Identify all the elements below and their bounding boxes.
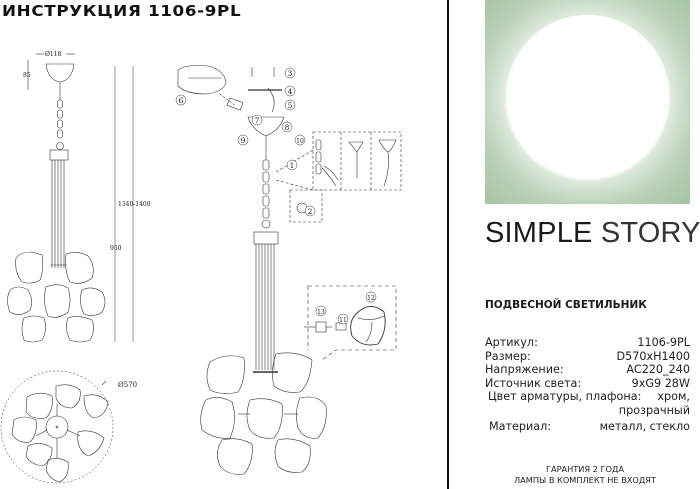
spec-label: Источник света: [485,376,582,390]
spec-label: Напряжение: [485,363,564,377]
page-title: ИНСТРУКЦИЯ 1106-9PL [2,2,242,20]
spec-label: Артикул: [485,336,538,349]
spec-row-color: Цвет арматуры, плафона: хром, [485,390,690,404]
spec-row-article: Артикул: 1106-9PL [485,336,690,350]
product-photo [485,0,690,204]
step-label-2: 2 [308,207,313,216]
step-label-6: 6 [179,96,184,105]
spec-list: Артикул: 1106-9PL Размер: D570xH1400 Нап… [485,336,690,433]
product-type: ПОДВЕСНОЙ СВЕТИЛЬНИК [485,299,647,311]
step-label-10: 10 [296,138,304,145]
step-label-9: 9 [241,136,246,145]
step-label-5: 5 [288,101,293,110]
spec-label: Размер: [485,349,531,363]
total-height-label: 1340-1400 [118,201,151,208]
brand-logo: SIMPLE STORY [485,217,700,250]
spec-label: Цвет арматуры, плафона: [488,390,642,404]
lamps-note: ЛАМПЫ В КОМПЛЕКТ НЕ ВХОДЯТ [514,475,656,485]
step-label-3: 3 [288,69,293,78]
spec-row-voltage: Напряжение: AC220_240 [485,363,690,377]
spec-label: Материал: [489,419,552,433]
spec-row-size: Размер: D570xH1400 [485,350,690,364]
spec-value: D570xH1400 [616,349,690,363]
brand-word-2: STORY [600,217,700,249]
vertical-divider [447,0,449,489]
body-height-label: 950 [110,245,122,252]
step-label-11: 11 [339,317,347,324]
step-label-8: 8 [285,123,290,132]
spec-value: 1106-9PL [637,336,690,349]
spec-row-color-cont: прозрачный [485,404,690,418]
technical-drawing: Ø118 85 1340-1400 950 Ø570 1 2 3 4 5 6 7… [0,51,402,484]
canopy-height-label: 85 [23,72,31,79]
spec-value: 9xG9 28W [631,376,690,390]
spec-row-material: Материал: металл, стекло [485,420,690,434]
step-label-7: 7 [255,116,260,125]
overall-diameter-label: Ø570 [118,381,137,389]
canopy-diameter-label: Ø118 [45,51,62,58]
spec-value: металл, стекло [599,419,690,433]
spec-value: AC220_240 [626,363,690,377]
spec-row-light-source: Источник света: 9xG9 28W [485,377,690,391]
brand-word-1: SIMPLE [485,217,593,249]
warranty-text: ГАРАНТИЯ 2 ГОДА [546,464,624,474]
spec-value: прозрачный [618,403,690,417]
step-label-1: 1 [290,161,295,170]
step-label-12: 12 [367,295,375,302]
step-label-13: 13 [317,309,325,316]
spec-value: хром, [657,390,690,404]
footer-note: ГАРАНТИЯ 2 ГОДА ЛАМПЫ В КОМПЛЕКТ НЕ ВХОД… [470,464,700,486]
glass-globe [507,15,669,177]
step-label-4: 4 [288,87,293,96]
